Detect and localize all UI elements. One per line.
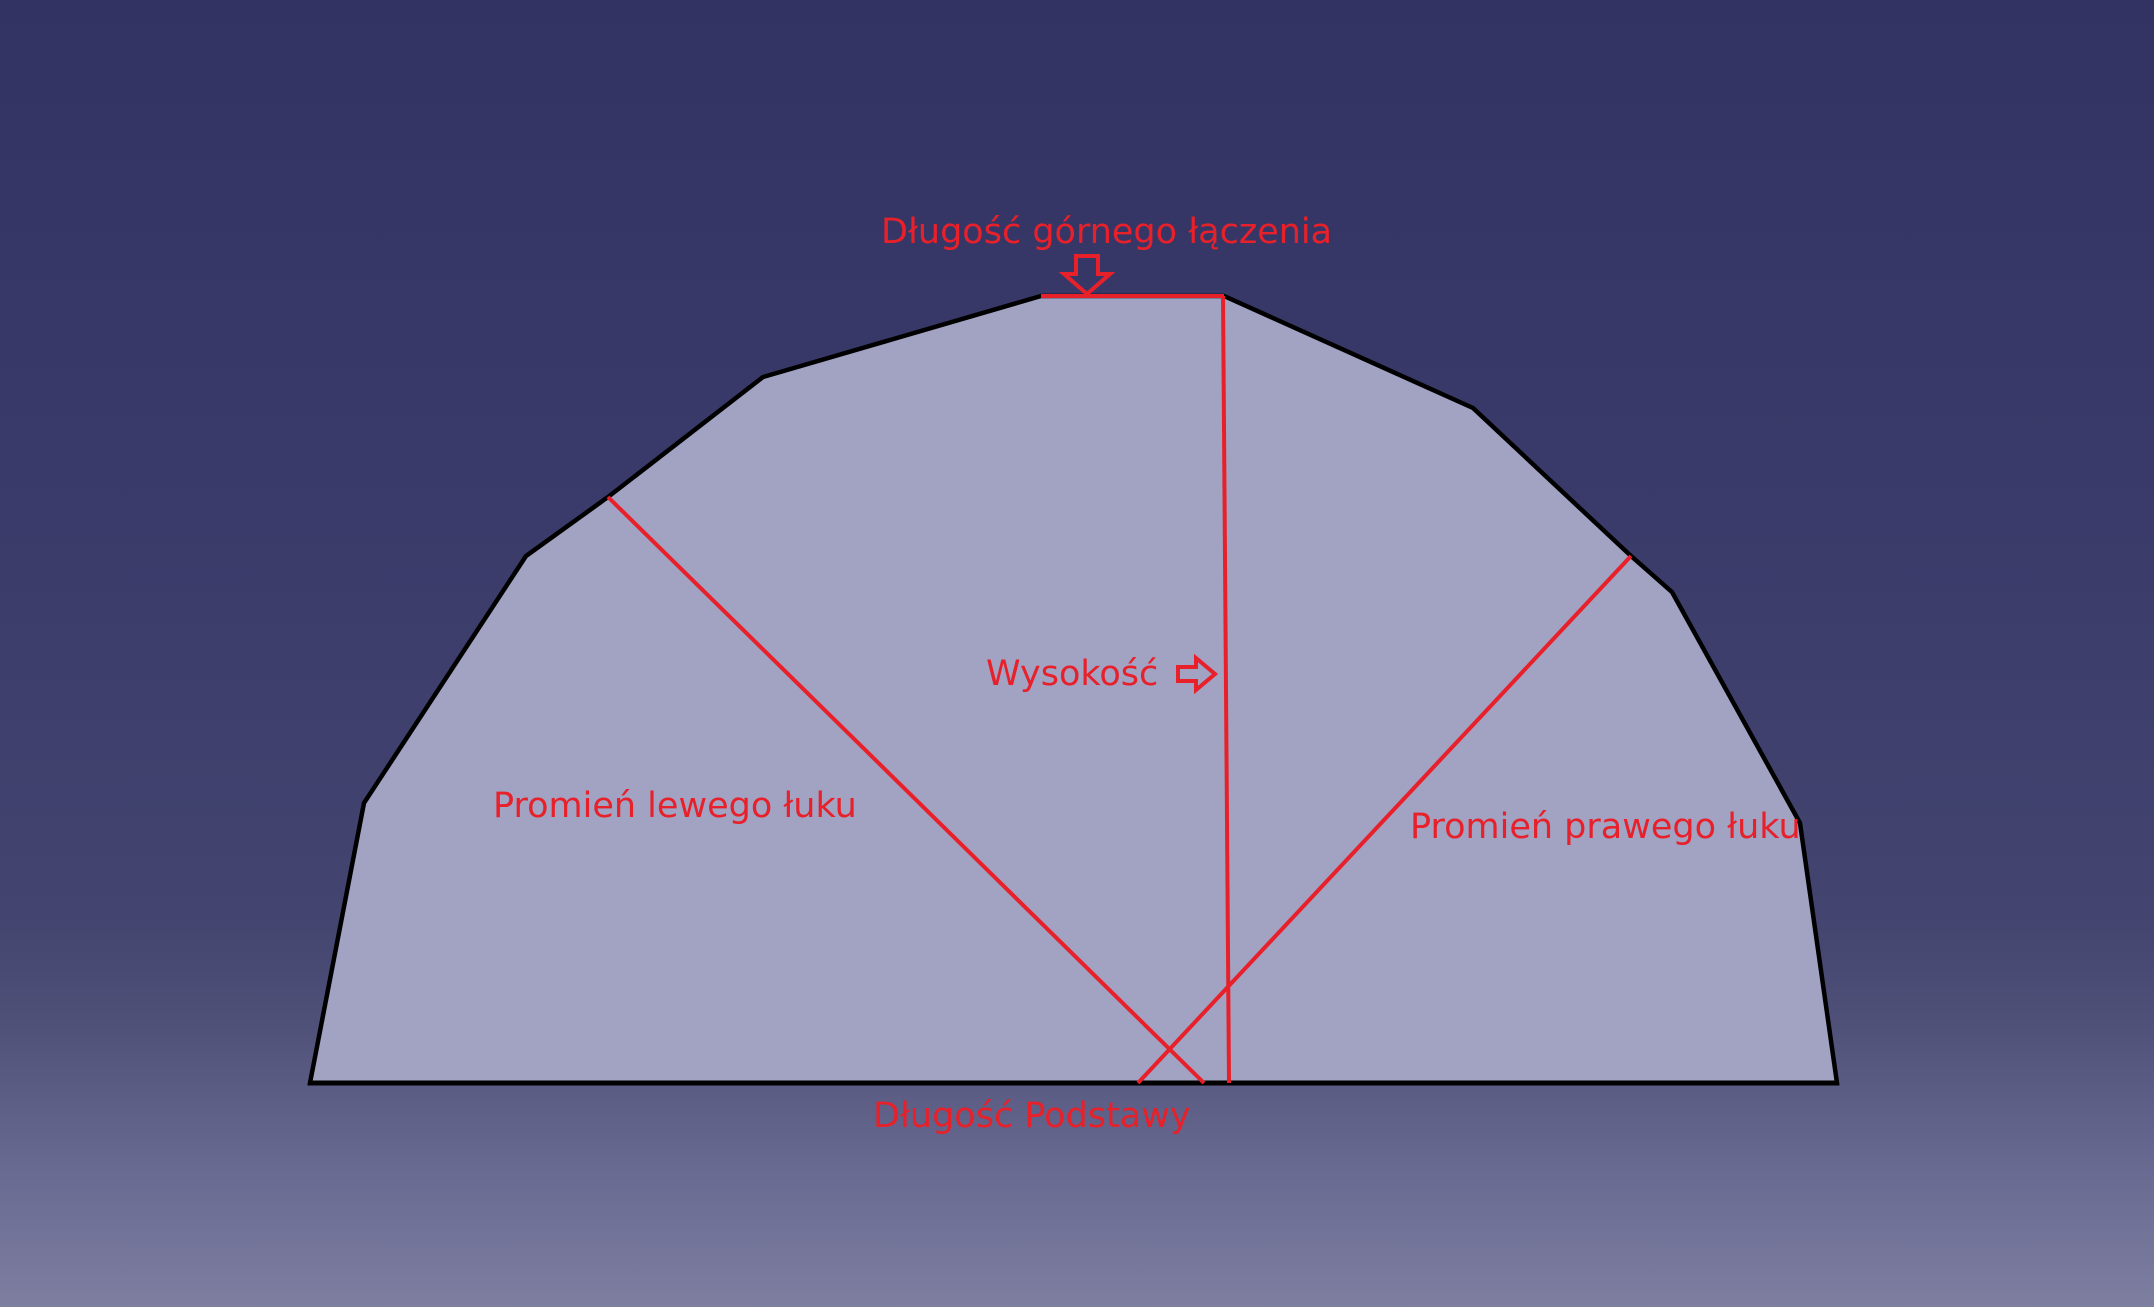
top-joint-length-label: Długość górnego łączenia	[881, 212, 1332, 252]
base-length-label: Długość Podstawy	[873, 1096, 1191, 1136]
height-label: Wysokość	[986, 654, 1158, 694]
left-radius-line	[606, 495, 1206, 1085]
down-arrow-icon	[1058, 254, 1116, 297]
right-radius-line	[1136, 554, 1633, 1085]
left-arc-radius-label: Promień lewego łuku	[493, 786, 857, 826]
height-dimension-line	[1221, 295, 1231, 1084]
right-arrow-icon	[1176, 653, 1219, 695]
right-arc-radius-label: Promień prawego łuku	[1410, 807, 1801, 847]
